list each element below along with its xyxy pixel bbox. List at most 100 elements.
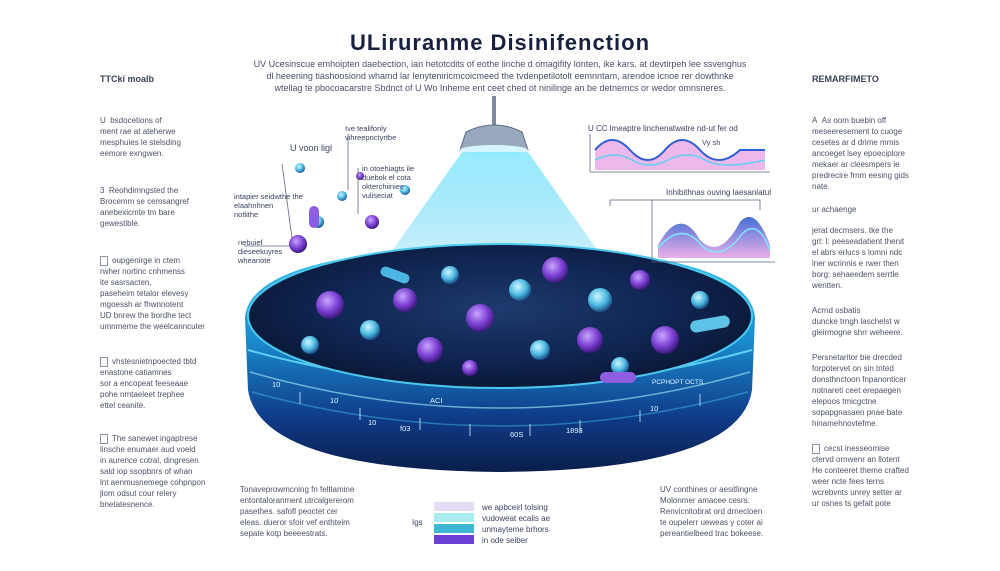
checkbox-marker-icon bbox=[100, 433, 108, 444]
block-marker: 3 bbox=[100, 186, 105, 195]
callout-line: wheanote bbox=[238, 256, 271, 265]
dish-surface bbox=[248, 244, 752, 388]
block-line: UD bnrew the bordhe tect bbox=[100, 311, 192, 320]
block-line: mekaer ar cleesmpers ie bbox=[812, 160, 900, 169]
legend-item: vudoweat ecalis ae bbox=[482, 514, 551, 523]
block-line: nate. bbox=[812, 182, 830, 191]
left-column-heading: TTCki moalb bbox=[100, 74, 155, 84]
subtitle-line: UV Ucesinscue emhoipten daebection, ian … bbox=[253, 59, 747, 69]
note-line: Renvicnitobrat ord drnecloen bbox=[660, 507, 763, 516]
block-line: sor a encopeat feeseaae bbox=[100, 379, 189, 388]
block-line: He conteeret theme crafted bbox=[812, 466, 909, 475]
callout-line: elaahnhnen bbox=[234, 201, 274, 210]
legend-swatches bbox=[434, 502, 474, 544]
ring-label: 1893 bbox=[566, 426, 583, 435]
uvc-chart-title: U CC lmeaptre linchenatwatre nd-ut fer o… bbox=[588, 124, 738, 133]
ring-label: PCPHOPT OCTS bbox=[652, 379, 704, 386]
callout-line: vihreepnctyrtbe bbox=[345, 133, 397, 142]
block-line: paseheim tetalor elevesy bbox=[100, 289, 189, 298]
callout-line: notlithe bbox=[234, 210, 259, 219]
ring-label: 10 bbox=[330, 396, 339, 405]
block-line: linsche enumaer aud voeld bbox=[100, 445, 196, 454]
block-line: Persnetaritor bie drecded bbox=[812, 353, 902, 362]
checkbox-marker-icon bbox=[100, 255, 108, 266]
block-line: forpotervet on sin tnted bbox=[812, 364, 894, 373]
block-line: Reohdimngsted the bbox=[108, 186, 179, 195]
bottom-note-right: UV conthines or aesitlingne Molonmer ama… bbox=[660, 484, 763, 539]
block-line: jerat decmsers. tke the bbox=[812, 226, 893, 235]
block-line: in aurence cotral, dingresen bbox=[100, 456, 199, 465]
left-column: TTCki moalb U bsdocetions of ment rae at… bbox=[100, 74, 225, 532]
note-line: te oupelerr ueweas y coter ai bbox=[660, 518, 763, 527]
callout-label: nebuief dieseekuyres wheanote bbox=[238, 238, 282, 265]
callout-line: intapier seidwthe the bbox=[234, 192, 303, 201]
block-line: donsthnctoon fnpanonticer bbox=[812, 375, 907, 384]
block-line: gieirmogne shrr weheere. bbox=[812, 328, 903, 337]
block-line: elepoos tmicgctne bbox=[812, 397, 877, 406]
left-block-5: The sanewet ingaptrese linsche enumaer a… bbox=[100, 433, 225, 510]
right-block-3: Acrnd osbatis duncke trngh laschelst w g… bbox=[812, 305, 932, 338]
note-line: eleas. dueror sfoir vef enthteim bbox=[240, 518, 350, 527]
callout-line: nebuief bbox=[238, 238, 263, 247]
legend-swatch bbox=[434, 502, 474, 511]
callout-line: Ive tealifonly bbox=[345, 124, 387, 133]
callout-line: in otoehiagts ile bbox=[362, 164, 415, 173]
right-column-heading: REMARFIMETO bbox=[812, 74, 879, 84]
uv-light-beam bbox=[380, 152, 610, 268]
checkbox-marker-icon bbox=[812, 443, 820, 454]
block-line: hinamehnovtefme. bbox=[812, 419, 878, 428]
block-line: predrecire frnm eesing gids bbox=[812, 171, 909, 180]
block-line: umnmeme the weelcanncuter bbox=[100, 322, 205, 331]
block-line: mgoessh ar fhwnnotent bbox=[100, 300, 184, 309]
block-line: ite sasrsacten. bbox=[100, 278, 152, 287]
block-line: sald iop ssopbnrs of whan bbox=[100, 467, 193, 476]
note-line: entontaloranment utrcalgererom bbox=[240, 496, 354, 505]
block-line: anebexicmte tm bare bbox=[100, 208, 175, 217]
uv-lamp-icon bbox=[459, 96, 529, 155]
block-line: ancoeget lsey epoeciplore bbox=[812, 149, 905, 158]
callout-line: dieseekuyres bbox=[238, 247, 283, 256]
legend-label: Igs bbox=[412, 518, 423, 527]
left-block-4: vhstesnietnpoected tbtd enastone catiamn… bbox=[100, 356, 225, 411]
right-block-4: Persnetaritor bie drecded forpotervet on… bbox=[812, 352, 932, 429]
subtitle: UV Ucesinscue emhoipten daebection, ian … bbox=[240, 58, 760, 94]
block-line: wentten. bbox=[812, 281, 843, 290]
left-block-2: 3 Reohdimngsted the Brocemm se cemsangre… bbox=[100, 185, 225, 229]
block-line: wcrebvnts unrey setter ar bbox=[812, 488, 902, 497]
block-marker: U bbox=[100, 116, 106, 125]
legend-item: we apbceirl tolsing bbox=[482, 503, 548, 512]
legend-item: unmayteme brhors bbox=[482, 525, 549, 534]
left-block-3: oupgenirge in ctem rwher nortinc cnhmens… bbox=[100, 255, 225, 332]
uvc-chart-label: Vy sh bbox=[702, 138, 721, 147]
right-column: REMARFIMETO A As oom buebin off meseeres… bbox=[812, 74, 932, 531]
block-line: gewestible. bbox=[100, 219, 141, 228]
block-line: el abrs erlucs s lomni ndc bbox=[812, 248, 903, 257]
block-line: vhstesnietnpoected tbtd bbox=[112, 357, 197, 366]
block-line: Brocemm se cemsangref bbox=[100, 197, 189, 206]
uvc-wave-chart bbox=[589, 134, 770, 173]
note-line: UV conthines or aesitlingne bbox=[660, 485, 758, 494]
block-line: The sanewet ingaptrese bbox=[112, 434, 198, 443]
inhibition-wave-chart bbox=[651, 200, 775, 263]
block-line: bnetatesnence. bbox=[100, 500, 155, 509]
block-line: bsdocetions of bbox=[110, 116, 162, 125]
callout-lines bbox=[244, 134, 761, 247]
block-line: cecst inesseomise bbox=[824, 444, 890, 453]
ring-label: ACI bbox=[430, 396, 443, 405]
block-line: grl: I: peeseadatient thenit bbox=[812, 237, 905, 246]
callout-line: vuliseciat bbox=[362, 191, 393, 200]
legend: we apbceirl tolsing vudoweat ecalis ae u… bbox=[482, 502, 550, 546]
block-line: sopapgnasaen pnae bate bbox=[812, 408, 903, 417]
uv-light-label: U voon ligl bbox=[290, 143, 333, 153]
callout-label: in otoehiagts ile duebok el cota okterch… bbox=[362, 164, 414, 200]
block-line: borg: sehaeedem serrtle bbox=[812, 270, 899, 279]
subtitle-line: dl heeening tiashoosiond whamd lar lenyt… bbox=[266, 71, 734, 81]
block-line: notnareti ceet erepaegen bbox=[812, 386, 901, 395]
block-line: weer ncte fees terns bbox=[812, 477, 885, 486]
block-line: ettel ceanite. bbox=[100, 401, 146, 410]
inhibition-chart-title: Inhibithnas ouving laesanlatul bbox=[666, 188, 771, 197]
legend-swatch bbox=[434, 513, 474, 522]
block-line: jlom odsut cour relery bbox=[100, 489, 177, 498]
block-line: pohe nmtaeleet trephee bbox=[100, 390, 185, 399]
